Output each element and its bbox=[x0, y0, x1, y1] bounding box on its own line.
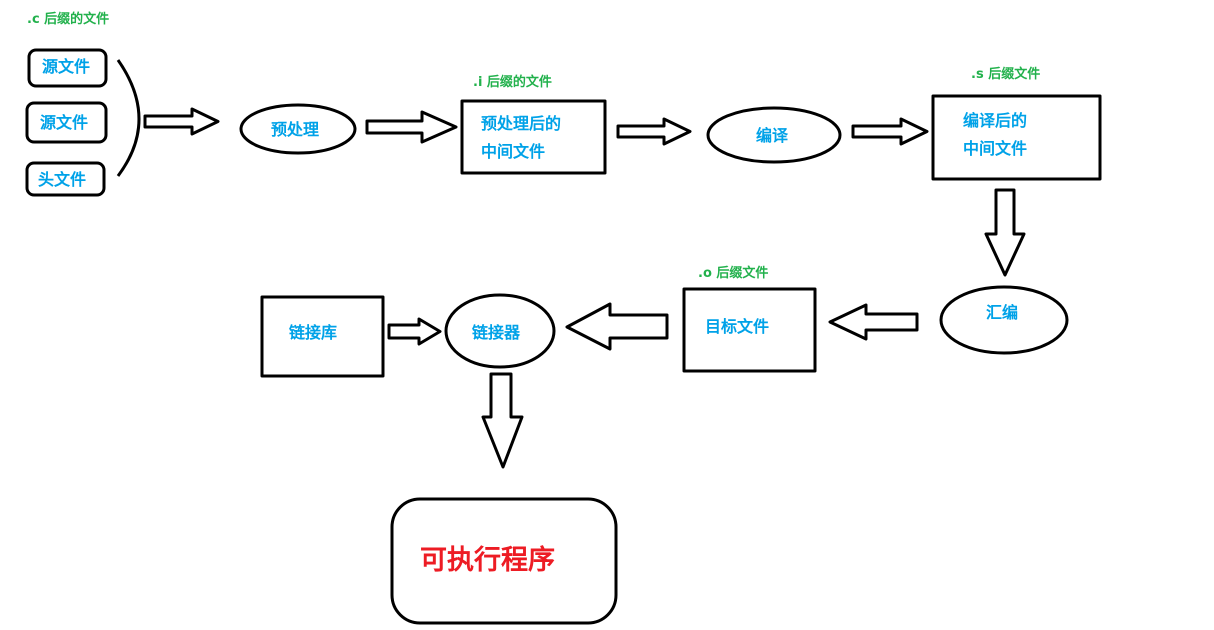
linker-node bbox=[444, 293, 556, 369]
arrow-preprocess-to-i bbox=[365, 110, 458, 144]
compiled-file-label-line1: 编译后的 bbox=[963, 111, 1028, 130]
compile-node bbox=[706, 106, 842, 164]
executable-label: 可执行程序 bbox=[420, 545, 555, 576]
arrow-s-to-assemble bbox=[984, 188, 1026, 277]
suffix-o-label: .o 后缀文件 bbox=[698, 266, 769, 281]
preprocessed-file-label: 预处理后的 中间文件 bbox=[481, 110, 561, 166]
arrow-linker-to-executable bbox=[481, 372, 524, 469]
arrow-inputs-to-preprocess bbox=[143, 107, 220, 136]
suffix-i-label: .i 后缀的文件 bbox=[473, 75, 552, 90]
executable-box bbox=[390, 497, 618, 625]
preprocess-node bbox=[239, 103, 357, 155]
arrow-o-to-linker bbox=[565, 302, 669, 351]
suffix-s-label: .s 后缀文件 bbox=[971, 67, 1041, 82]
arrow-assemble-to-o bbox=[828, 303, 919, 341]
object-file-box bbox=[682, 287, 817, 373]
compiled-file-box bbox=[931, 94, 1102, 181]
linker-label: 链接器 bbox=[472, 323, 521, 342]
compile-label: 编译 bbox=[756, 126, 789, 145]
preprocessed-file-box bbox=[460, 99, 607, 175]
preprocessed-file-label-line1: 预处理后的 bbox=[481, 114, 562, 133]
preprocessed-file-label-line2: 中间文件 bbox=[481, 142, 546, 161]
suffix-c-label: .c 后缀的文件 bbox=[27, 12, 110, 27]
preprocess-label: 预处理 bbox=[271, 120, 320, 139]
assemble-label: 汇编 bbox=[986, 303, 1019, 322]
link-library-label: 链接库 bbox=[289, 323, 338, 342]
source-file-box-2 bbox=[25, 101, 108, 144]
source-file-label-1: 源文件 bbox=[42, 57, 91, 76]
arrow-i-to-compile bbox=[616, 117, 692, 146]
header-file-label: 头文件 bbox=[38, 170, 87, 189]
header-file-box bbox=[25, 161, 106, 197]
arrow-library-to-linker bbox=[387, 317, 442, 346]
compiled-file-label: 编译后的 中间文件 bbox=[963, 107, 1027, 163]
object-file-label: 目标文件 bbox=[705, 317, 770, 336]
assemble-node bbox=[939, 285, 1069, 355]
compiled-file-label-line2: 中间文件 bbox=[963, 139, 1028, 158]
source-file-box-1 bbox=[27, 48, 108, 88]
link-library-box bbox=[260, 295, 385, 378]
input-brace bbox=[116, 59, 141, 177]
arrow-compile-to-s bbox=[851, 117, 929, 146]
source-file-label-2: 源文件 bbox=[40, 113, 89, 132]
